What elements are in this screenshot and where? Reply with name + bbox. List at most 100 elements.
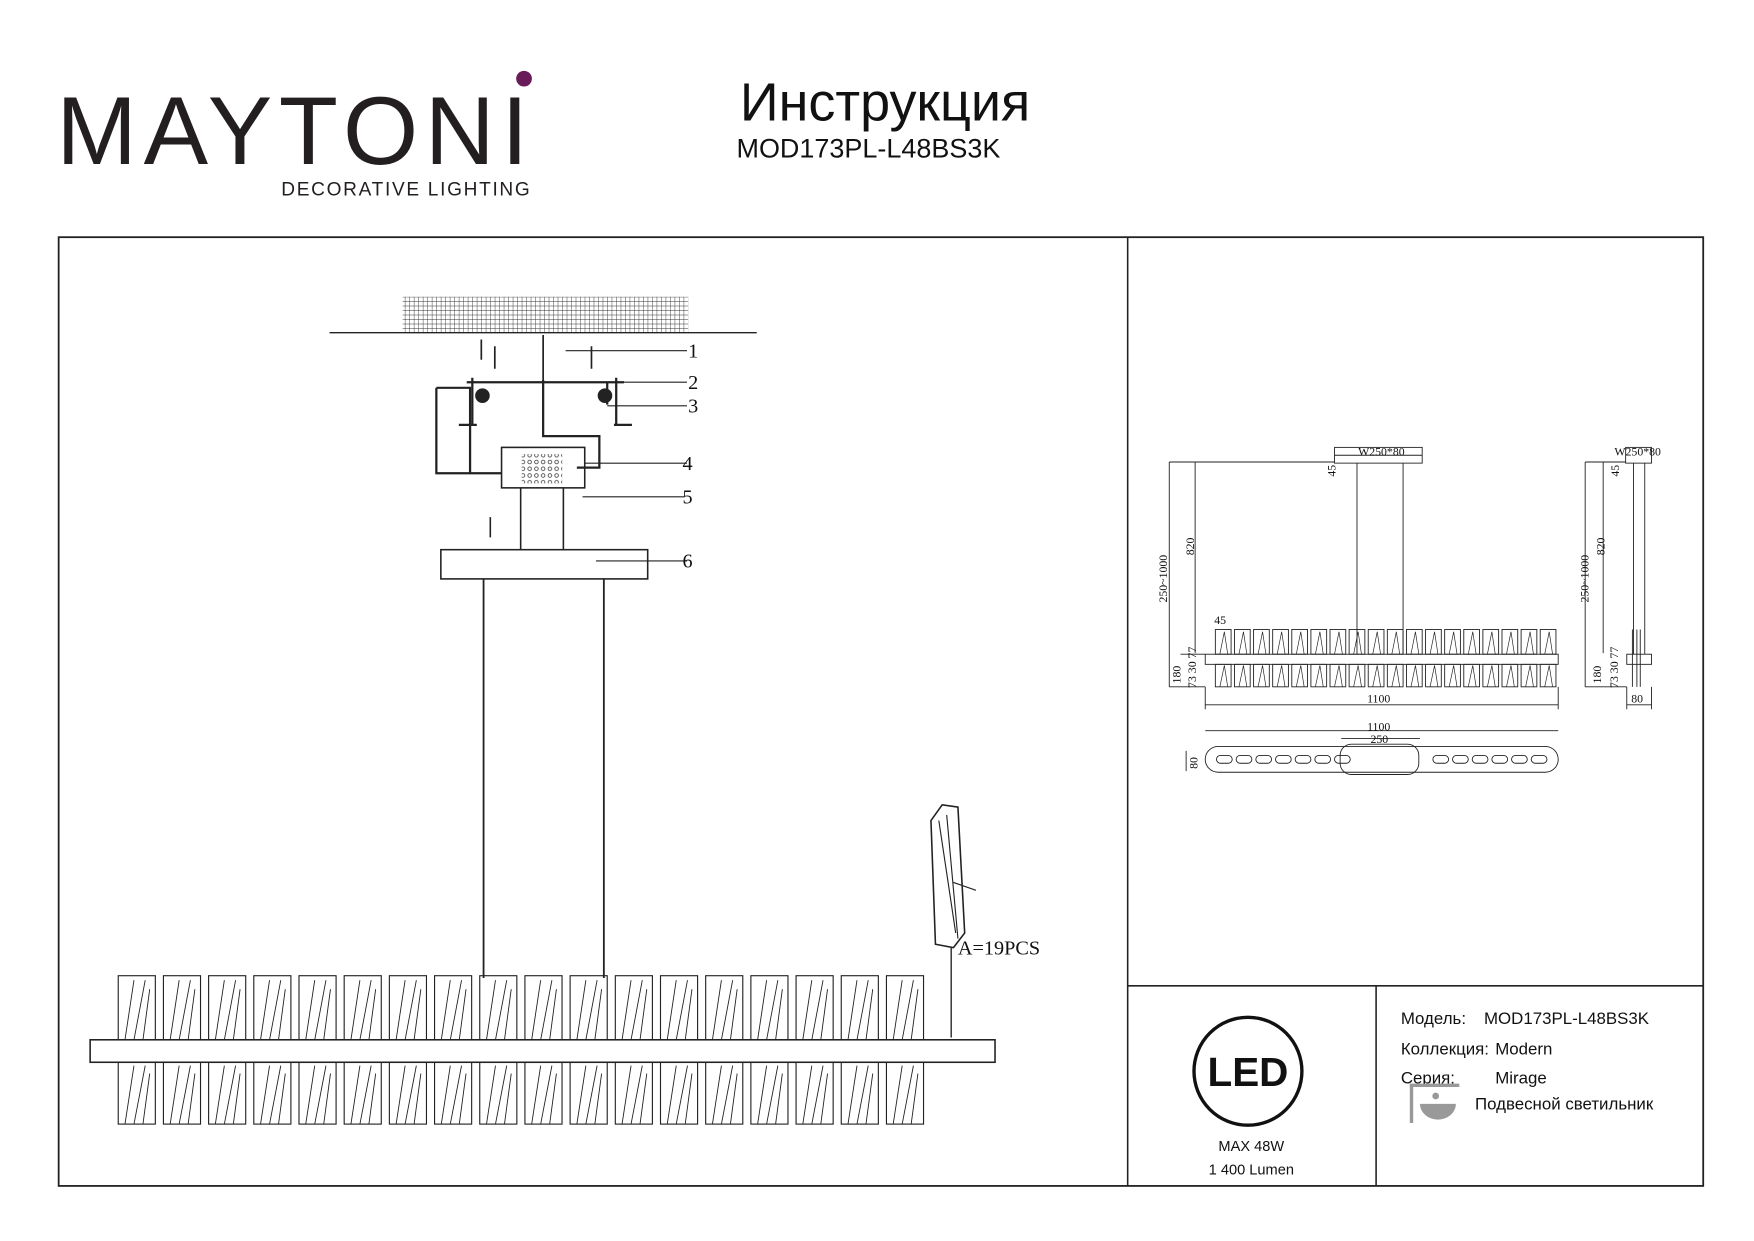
crystal-front (1367, 629, 1385, 655)
crystal-front (1329, 629, 1347, 655)
crystal-front (1253, 663, 1270, 688)
dim-top-canopy: 250 (1370, 732, 1388, 746)
terminal-block (500, 446, 586, 489)
crystal (795, 975, 834, 1125)
led-label: LED (1207, 1049, 1288, 1095)
dim-side-parts: 73 30 77 (1607, 647, 1621, 688)
crystal-front (1463, 629, 1480, 655)
crystal (117, 975, 156, 1125)
crystal-front (1386, 663, 1404, 688)
crystal-front (1463, 663, 1480, 688)
crystal-count-label: A=19PCS (958, 937, 1040, 959)
dim-canopy-h: 45 (1325, 465, 1339, 477)
dim-side-body-h: 180 (1590, 666, 1604, 684)
logo-text: MAYTONI (56, 77, 535, 185)
crystals (117, 975, 925, 1125)
crystal-front (1214, 629, 1232, 655)
main-bar (89, 1039, 996, 1064)
crystal-top (1471, 754, 1489, 764)
crystal-front (1348, 629, 1366, 655)
crystal (614, 975, 653, 1125)
crystal (885, 975, 925, 1125)
ceiling-mesh (402, 296, 689, 333)
crystal (433, 975, 473, 1125)
crystal-top (1432, 754, 1450, 764)
dim-canopy: W250*80 (1358, 444, 1405, 458)
dim-parts: 73 30 77 (1185, 647, 1199, 688)
crystal (524, 975, 563, 1125)
dim-side-depth: 80 (1631, 692, 1643, 706)
crystal-top (1294, 754, 1312, 764)
dim-side-canopy: W250*80 (1614, 444, 1661, 458)
lumen-text: 1 400 Lumen (1209, 1163, 1294, 1179)
crystal (208, 975, 247, 1125)
crystal-front (1501, 629, 1519, 655)
model-value: MOD173PL-L48BS3K (1484, 1009, 1650, 1028)
crystal-front (1520, 663, 1538, 688)
dim-length: 1100 (1367, 692, 1390, 706)
series-label: Серия: (1401, 1069, 1455, 1088)
crystal (343, 975, 382, 1125)
crystal-front (1386, 629, 1404, 655)
collection-value: Modern (1495, 1039, 1552, 1058)
crystal (659, 975, 699, 1125)
led-badge: LED (1192, 1015, 1304, 1127)
crystal-front (1234, 663, 1251, 688)
crystal-front (1272, 663, 1289, 688)
dim-total-h: 250~1000 (1156, 555, 1170, 603)
maytoni-logo: MAYTONI DECORATIVE LIGHTING (56, 70, 535, 201)
crystal (569, 975, 608, 1125)
crystal-front (1425, 663, 1442, 688)
series-value: Mirage (1495, 1069, 1547, 1088)
crystal-top (1511, 754, 1528, 764)
crystal-top (1275, 754, 1292, 764)
crystal (750, 975, 789, 1125)
screws (480, 334, 593, 380)
crystal-front (1405, 629, 1423, 655)
crystal-top (1314, 754, 1332, 764)
callout-3: 3 (688, 396, 698, 418)
dimension-front (1168, 446, 1559, 775)
dimension-side (1584, 446, 1652, 710)
logo-dot (516, 70, 532, 87)
callout-2: 2 (688, 372, 698, 394)
crystal (298, 975, 337, 1125)
model-label: Модель: (1401, 1009, 1466, 1028)
crystal-front (1291, 663, 1308, 688)
dim-side-cable: 820 (1593, 538, 1607, 556)
crystal-front (1444, 663, 1461, 688)
cables (482, 578, 605, 978)
crystal-top (1216, 754, 1233, 764)
crystal-front (1425, 629, 1442, 655)
callout-6: 6 (683, 551, 693, 573)
outer-frame (57, 236, 1705, 1187)
crystal (162, 975, 202, 1125)
crystal-front (1520, 629, 1538, 655)
page-title: Инструкция (740, 72, 1030, 132)
logo-tagline: DECORATIVE LIGHTING (281, 180, 531, 201)
crystal-front (1234, 629, 1251, 655)
crystal-front (1214, 663, 1232, 688)
crystal-front (1329, 663, 1347, 688)
crystal-top (1255, 754, 1273, 764)
crystal-front (1367, 663, 1385, 688)
crystal-front (1291, 629, 1308, 655)
crystal-front (1539, 629, 1557, 655)
crystal-front (1310, 629, 1328, 655)
dim-depth: 80 (1186, 757, 1200, 769)
callout-1: 1 (688, 340, 698, 362)
crystal-top (1334, 754, 1351, 764)
assembly-drawing (89, 296, 996, 1125)
crystal (253, 975, 292, 1125)
dim-side-canopy-h: 45 (1608, 465, 1622, 477)
dim-side-total-h: 250~1000 (1578, 555, 1592, 603)
crystal-front (1444, 629, 1461, 655)
crystal (840, 975, 879, 1125)
crystal-top (1530, 754, 1548, 764)
model-code: MOD173PL-L48BS3K (736, 133, 1000, 163)
crystal (705, 975, 744, 1125)
crystal-front (1501, 663, 1519, 688)
collection-label: Коллекция: (1401, 1039, 1489, 1058)
crystal-front (1482, 663, 1500, 688)
